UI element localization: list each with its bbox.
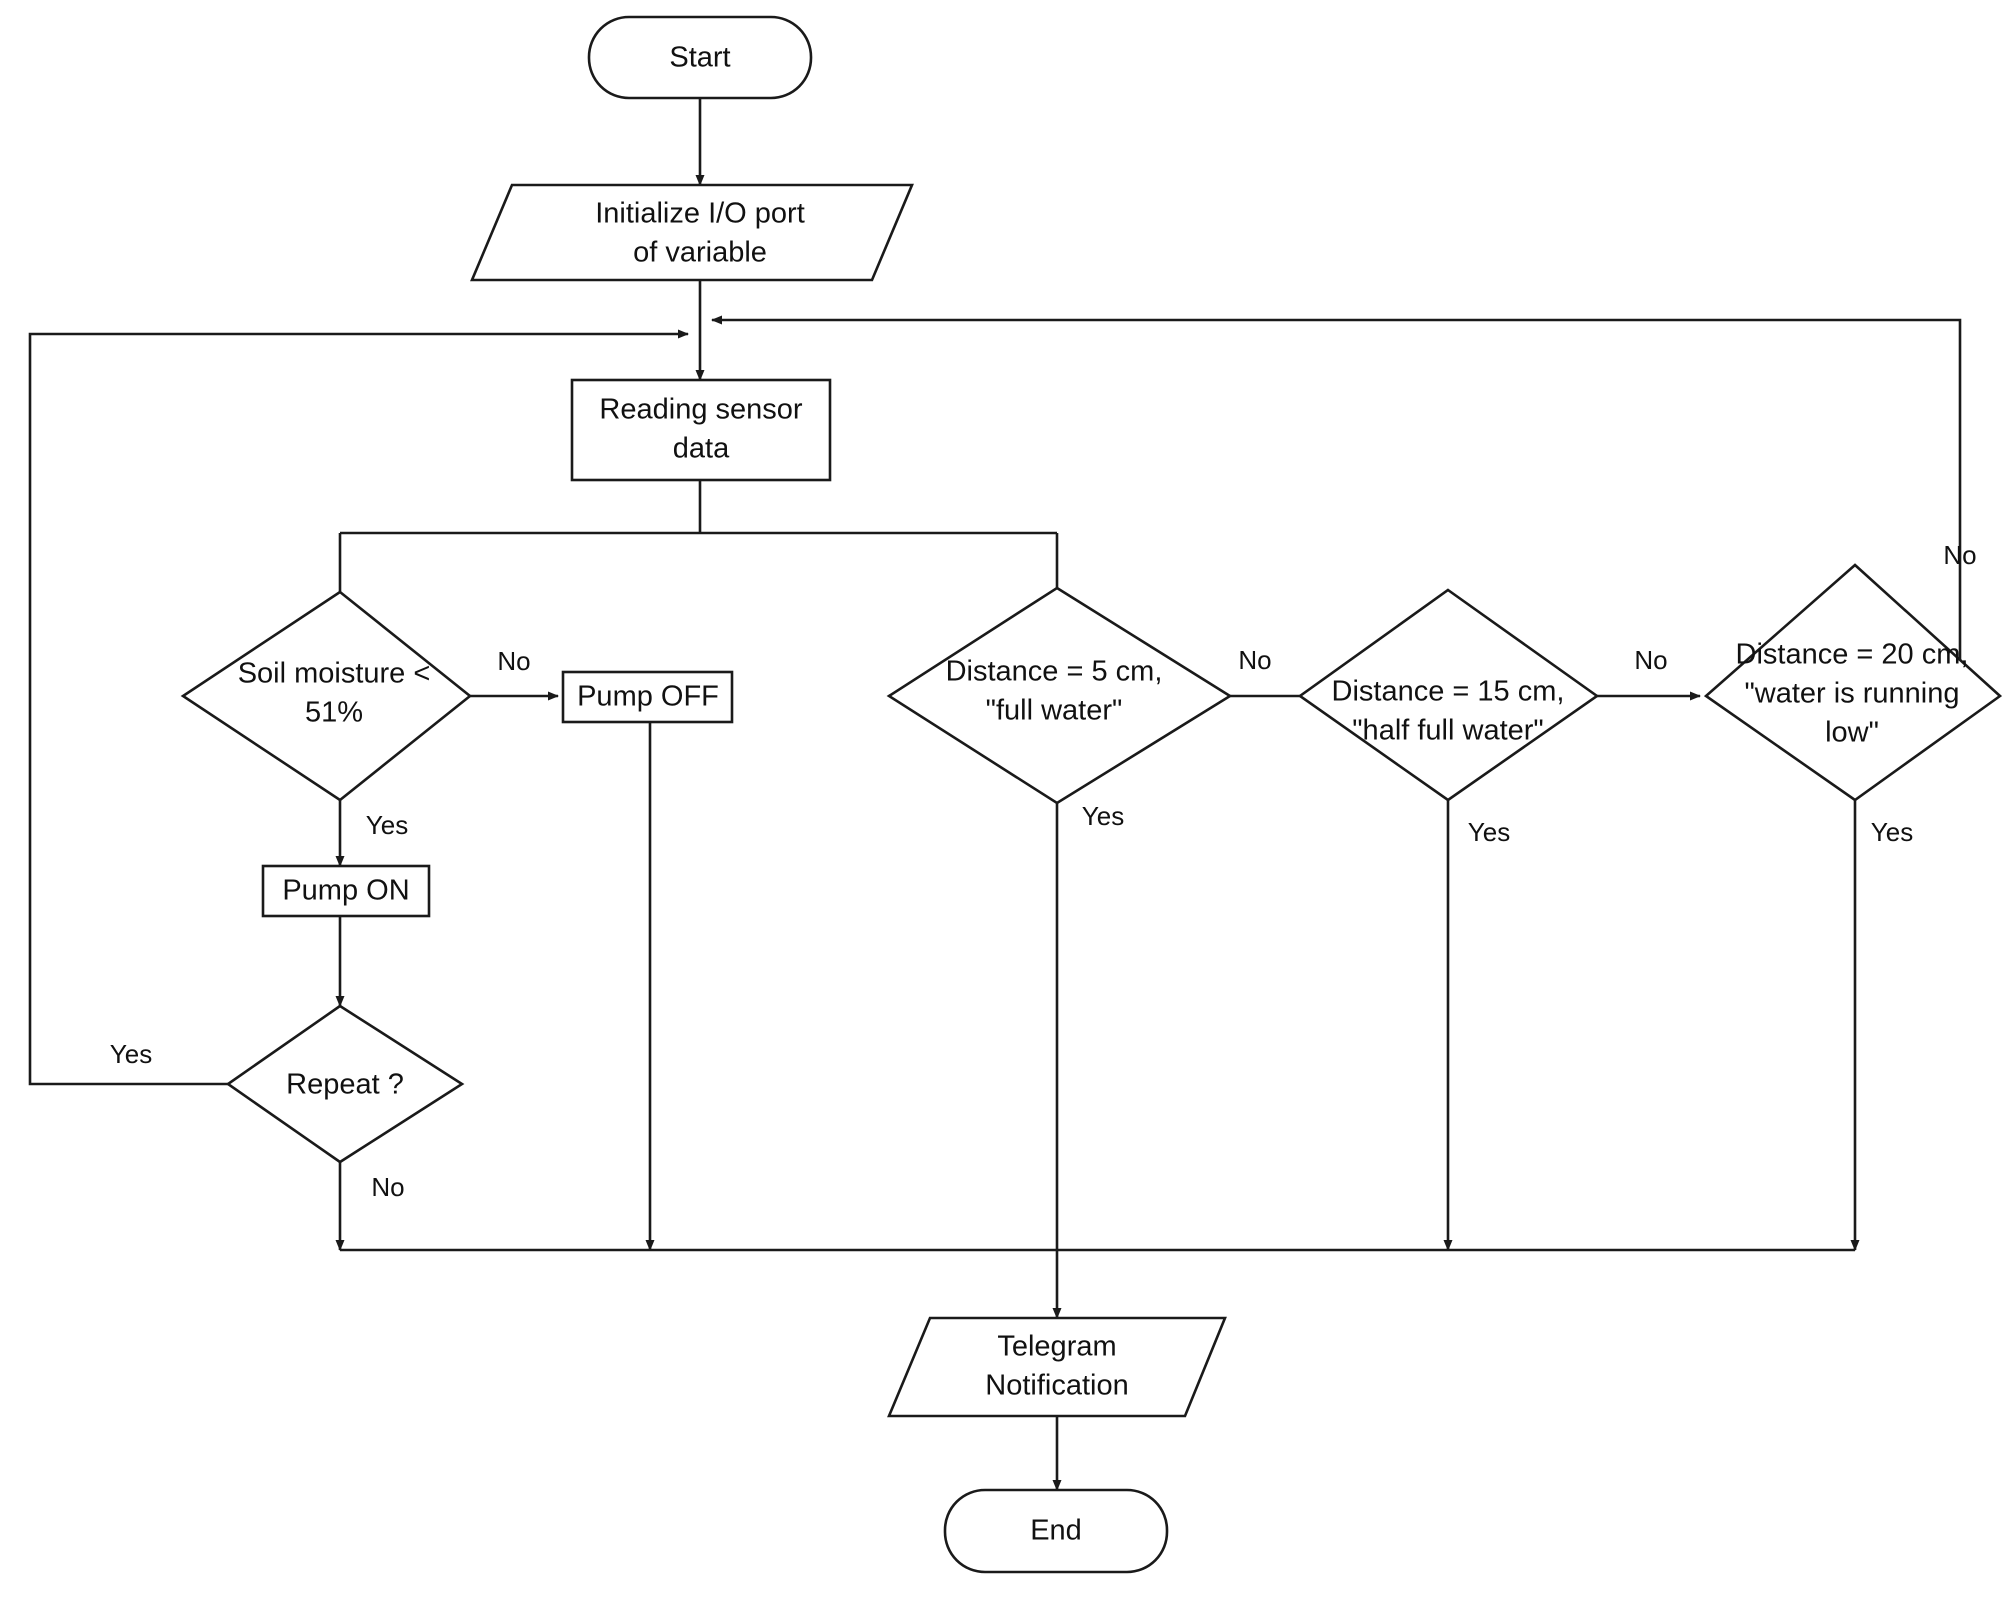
node-start-label: Start	[669, 42, 730, 74]
node-reading-line2: data	[673, 433, 730, 465]
node-reading-sensor-data[interactable]	[570, 378, 832, 482]
node-end[interactable]	[943, 1488, 1169, 1574]
edge-label-dist5-yes: Yes	[1082, 801, 1124, 831]
node-dist5-line2: "full water"	[986, 695, 1123, 727]
node-initialize-io[interactable]	[470, 183, 914, 282]
node-soil-line1: Soil moisture <	[238, 658, 431, 690]
node-dist20-line1: Distance = 20 cm,	[1736, 639, 1969, 671]
node-distance-20cm-decision[interactable]	[1703, 563, 2002, 802]
edge-label-dist15-no: No	[1634, 645, 1667, 675]
node-dist15-line1: Distance = 15 cm,	[1332, 676, 1565, 708]
node-soil-moisture-decision[interactable]	[180, 590, 473, 802]
node-pump-off[interactable]	[561, 670, 734, 724]
node-initialize-line2: of variable	[633, 237, 767, 269]
edge-label-soil-yes: Yes	[366, 810, 408, 840]
edge-label-dist20-no: No	[1943, 540, 1976, 570]
edge-label-soil-no: No	[497, 646, 530, 676]
node-reading-line1: Reading sensor	[599, 394, 802, 426]
node-distance-5cm-decision[interactable]	[886, 586, 1233, 805]
edge-label-dist20-yes: Yes	[1871, 817, 1913, 847]
node-telegram-line1: Telegram	[997, 1331, 1116, 1363]
edge-label-dist15-yes: Yes	[1468, 817, 1510, 847]
node-soil-line2: 51%	[305, 697, 363, 729]
edge-repeat-yes-loopback	[28, 329, 689, 1086]
edge-dist20-no-loopback	[711, 315, 1962, 700]
node-start[interactable]	[587, 15, 813, 100]
node-telegram-line2: Notification	[985, 1370, 1128, 1402]
edge-label-dist5-no: No	[1238, 645, 1271, 675]
node-repeat-decision[interactable]	[225, 1004, 465, 1164]
node-pump-on[interactable]	[261, 864, 431, 918]
node-dist15-line2: "half full water"	[1352, 715, 1543, 747]
node-pump-on-label: Pump ON	[282, 875, 409, 907]
node-end-label: End	[1030, 1515, 1082, 1547]
node-initialize-line1: Initialize I/O port	[595, 198, 805, 230]
edge-label-repeat-yes: Yes	[110, 1039, 152, 1069]
node-dist20-line3: low"	[1825, 717, 1879, 749]
node-dist5-line1: Distance = 5 cm,	[946, 656, 1163, 688]
node-repeat-label: Repeat ?	[286, 1069, 404, 1101]
node-telegram-notification[interactable]	[887, 1316, 1227, 1418]
node-distance-15cm-decision[interactable]	[1297, 588, 1600, 802]
node-pump-off-label: Pump OFF	[577, 681, 719, 713]
node-dist20-line2: "water is running	[1744, 678, 1959, 710]
edge-label-repeat-no: No	[371, 1172, 404, 1202]
